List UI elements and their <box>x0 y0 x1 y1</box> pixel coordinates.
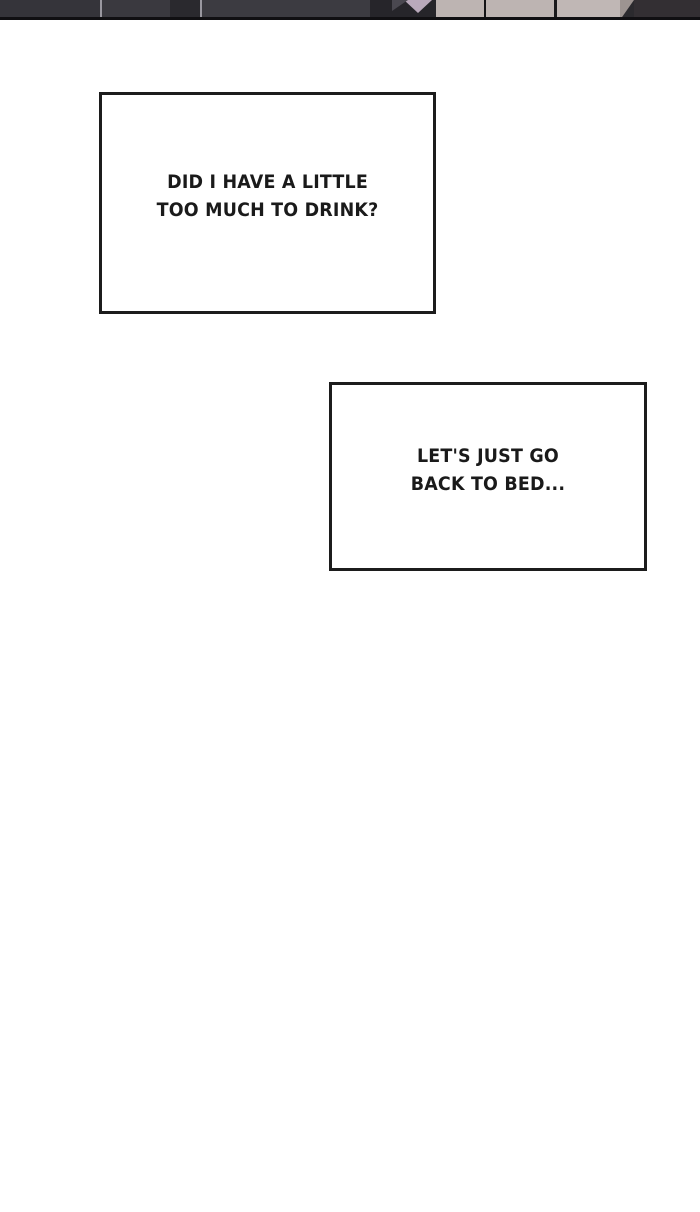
wall-beige-left <box>436 0 554 20</box>
speech-bubble-2: LET'S JUST GO BACK TO BED... <box>329 382 647 571</box>
panel-divider-1 <box>100 0 102 20</box>
speech-bubble-2-text: LET'S JUST GO BACK TO BED... <box>411 443 565 498</box>
collar-notch-left <box>392 0 408 11</box>
dark-suit-mid-segment <box>102 0 170 20</box>
speech-bubble-1-text: DID I HAVE A LITTLE TOO MUCH TO DRINK? <box>157 169 379 224</box>
speech-bubble-1: DID I HAVE A LITTLE TOO MUCH TO DRINK? <box>99 92 436 314</box>
dark-right-edge-segment <box>634 0 700 20</box>
speech-bubble-1-line-1: DID I HAVE A LITTLE <box>167 171 368 194</box>
suit-shoulder-shadow <box>170 0 200 20</box>
panel-divider-2 <box>200 0 202 20</box>
panel-divider-3 <box>554 0 557 20</box>
panel-divider-4 <box>484 0 486 20</box>
speech-bubble-2-line-2: BACK TO BED... <box>410 472 566 495</box>
wall-shadow-wedge <box>620 0 634 20</box>
speech-bubble-2-line-1: LET'S JUST GO <box>417 444 559 467</box>
shirt-lavender-wedge <box>404 0 432 13</box>
blank-white-area <box>0 575 700 1212</box>
panel-bottom-border <box>0 17 700 20</box>
wall-beige-right <box>557 0 620 20</box>
previous-panel-art-strip <box>0 0 700 20</box>
speech-bubble-1-line-2: TOO MUCH TO DRINK? <box>156 199 379 221</box>
dark-suit-left-segment <box>0 0 100 20</box>
dark-suit-right-segment <box>202 0 370 20</box>
